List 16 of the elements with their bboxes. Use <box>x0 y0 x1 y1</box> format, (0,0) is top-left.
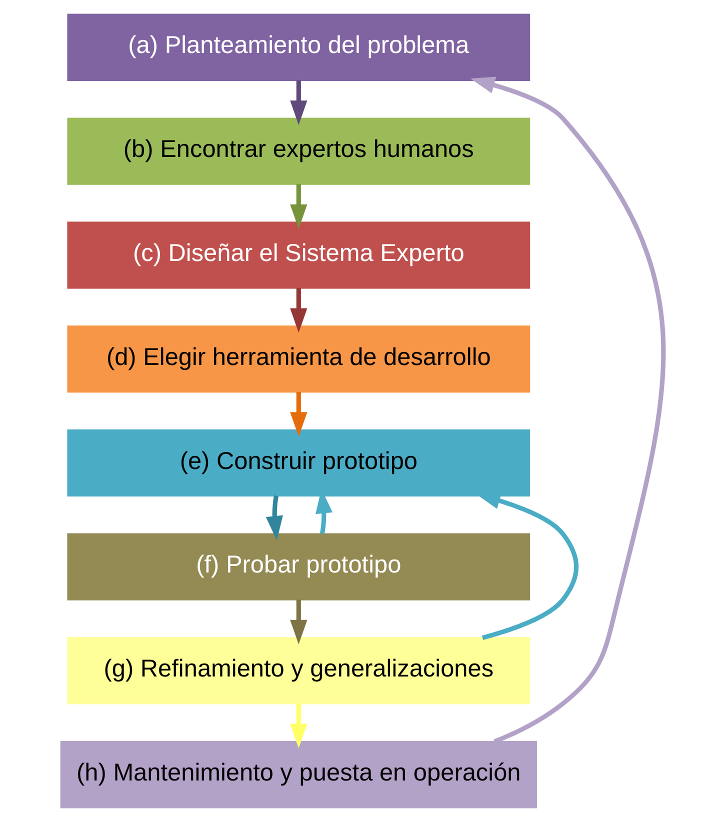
arrow <box>470 76 666 744</box>
node-box: (c) Diseñar el Sistema Experto <box>67 222 530 289</box>
arrow <box>266 495 283 541</box>
arrow <box>290 600 308 644</box>
node-box: (h) Mantenimiento y puesta en operación <box>60 740 537 808</box>
node-box: (g) Refinamiento y generalizaciones <box>67 637 530 704</box>
arrow <box>290 288 308 333</box>
arrow <box>290 184 308 229</box>
arrow <box>290 80 308 126</box>
node-box: (a) Planteamiento del problema <box>67 14 530 82</box>
node-box: (b) Encontrar expertos humanos <box>67 118 530 185</box>
node-box: (d) Elegir herramienta de desarrollo <box>67 325 530 393</box>
node-box: (e) Construir prototipo <box>67 429 530 497</box>
arrow <box>290 392 308 437</box>
node-box: (f) Probar prototipo <box>67 533 530 600</box>
arrow <box>290 704 308 748</box>
